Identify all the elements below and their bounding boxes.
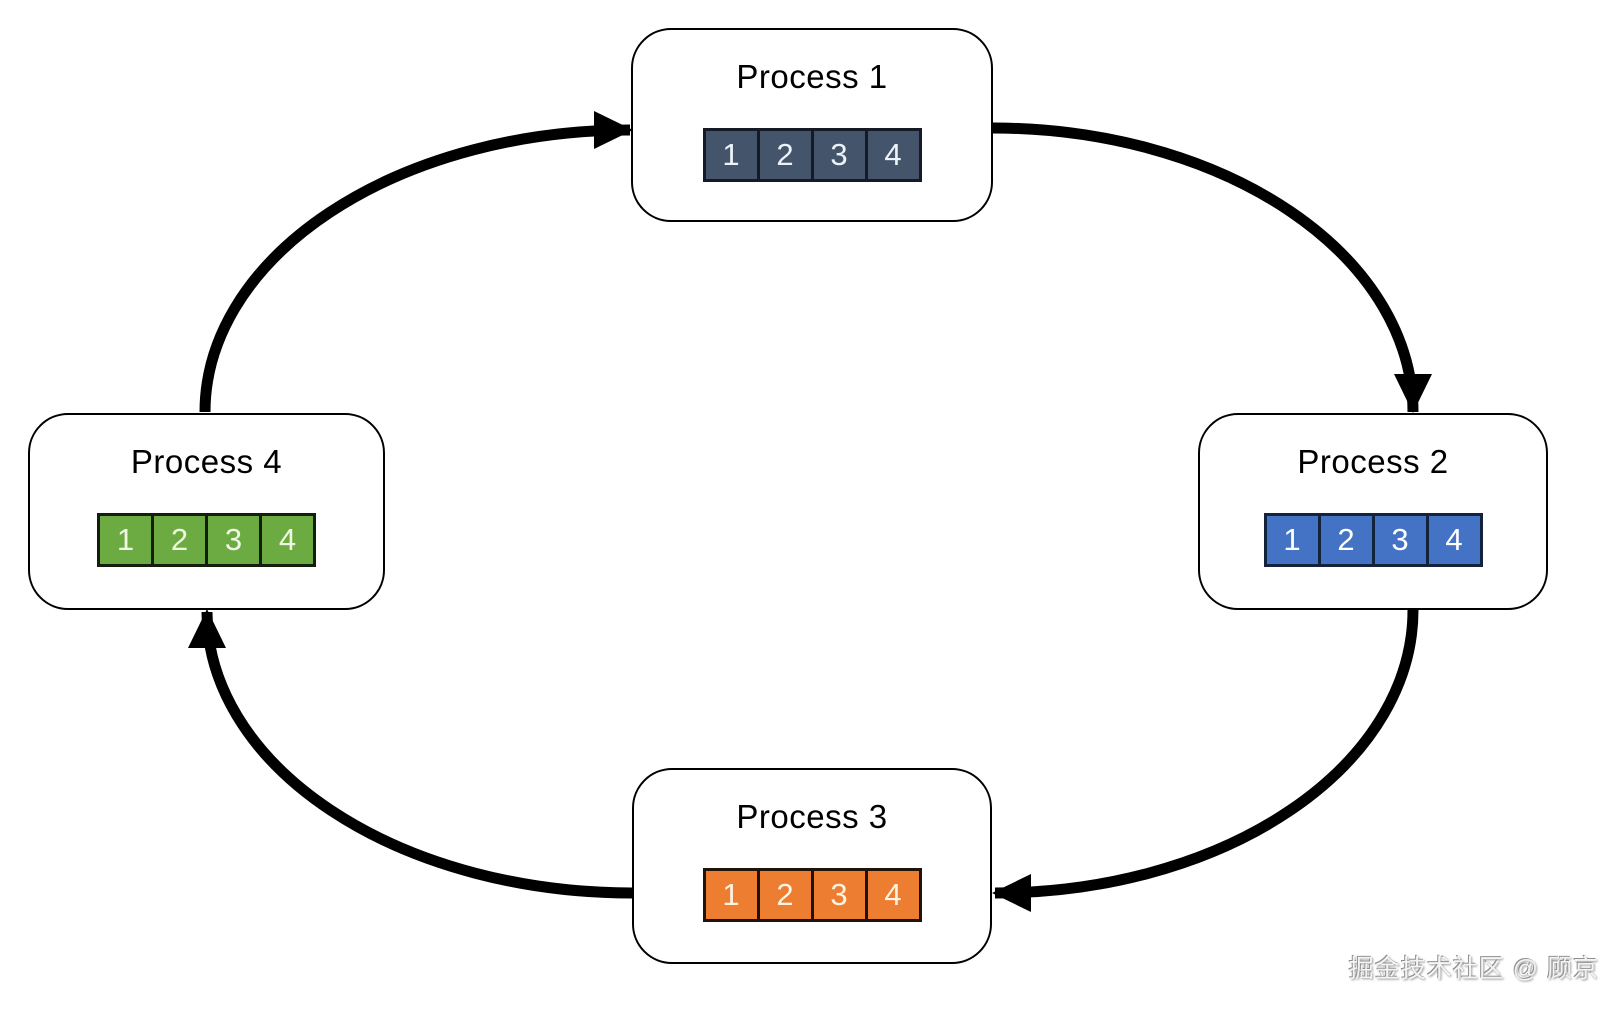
process-4-node: Process 4 1 2 3 4 [28,413,385,610]
process-1-buffer: 1 2 3 4 [702,128,922,182]
process-2-buffer: 1 2 3 4 [1263,513,1483,567]
arrowhead-up-icon [188,609,226,648]
process-3-node: Process 3 1 2 3 4 [632,768,992,964]
buffer-cell: 2 [756,868,814,922]
buffer-cell: 4 [1425,513,1483,567]
buffer-cell: 3 [810,868,868,922]
buffer-cell: 2 [1317,513,1375,567]
process-3-title: Process 3 [736,798,888,835]
buffer-cell: 4 [259,513,316,567]
process-2-node: Process 2 1 2 3 4 [1198,413,1548,610]
process-3-buffer: 1 2 3 4 [702,868,922,922]
buffer-cell: 3 [1371,513,1429,567]
arrowhead-down-icon [1394,374,1432,413]
process-4-title: Process 4 [130,443,283,480]
buffer-cell: 4 [864,128,922,182]
arrow-process1-to-process2 [992,122,1432,413]
buffer-cell: 2 [756,128,814,182]
buffer-cell: 1 [97,513,154,567]
buffer-cell: 1 [702,868,760,922]
arrowhead-left-icon [992,874,1031,912]
arrowhead-right-icon [594,111,633,149]
buffer-cell: 3 [810,128,868,182]
arrow-process3-to-process4 [188,609,633,899]
buffer-cell: 1 [1263,513,1321,567]
buffer-cell: 1 [702,128,760,182]
buffer-cell: 2 [151,513,208,567]
process-4-buffer: 1 2 3 4 [97,513,316,567]
arrow-process4-to-process1 [199,111,633,413]
arrow-process2-to-process3 [992,609,1419,912]
buffer-cell: 4 [864,868,922,922]
process-1-title: Process 1 [736,58,888,95]
process-2-title: Process 2 [1297,443,1449,480]
buffer-cell: 3 [205,513,262,567]
process-1-node: Process 1 1 2 3 4 [631,28,993,222]
watermark: 掘金技术社区 @ 顾京 [1348,955,1599,983]
